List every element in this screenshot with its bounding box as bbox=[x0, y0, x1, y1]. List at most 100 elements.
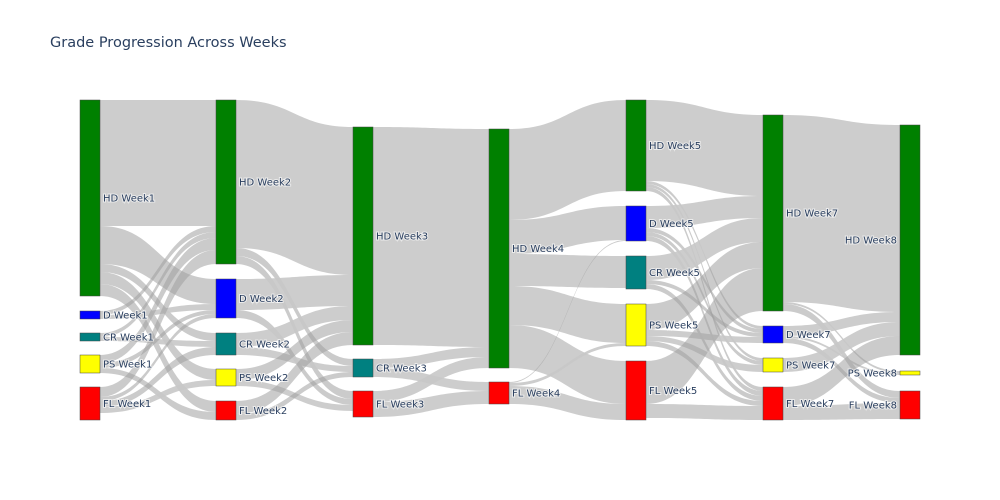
sankey-node[interactable]: CR Week1 bbox=[79, 332, 155, 345]
sankey-link[interactable]: PS Week1 → D Week2 bbox=[100, 310, 216, 368]
node-bar[interactable] bbox=[625, 99, 647, 192]
node-bar[interactable] bbox=[488, 128, 510, 369]
node-bar[interactable] bbox=[352, 126, 374, 346]
node-bar[interactable] bbox=[762, 386, 784, 421]
sankey-link[interactable]: FL Week1 → D Week2 bbox=[100, 314, 216, 401]
node-bar[interactable] bbox=[762, 325, 784, 344]
sankey-node[interactable]: FL Week3 bbox=[352, 390, 425, 418]
node-bar[interactable] bbox=[625, 205, 647, 242]
sankey-link[interactable]: FL Week1 → CR Week2 bbox=[100, 347, 216, 407]
sankey-node[interactable]: HD Week8 bbox=[844, 124, 921, 356]
sankey-link[interactable]: CR Week5 → D Week7 bbox=[646, 280, 763, 337]
sankey-link[interactable]: HD Week7 → HD Week8 bbox=[783, 115, 900, 312]
sankey-link[interactable]: D Week1 → D Week2 bbox=[100, 304, 216, 319]
node-bar[interactable] bbox=[79, 310, 101, 320]
sankey-link[interactable]: CR Week5 → HD Week7 bbox=[646, 218, 763, 280]
node-bar[interactable] bbox=[625, 360, 647, 421]
sankey-link[interactable]: FL Week3 → FL Week4 bbox=[373, 391, 489, 417]
sankey-link[interactable]: FL Week1 → PS Week2 bbox=[100, 380, 216, 413]
node-bar[interactable] bbox=[215, 400, 237, 421]
sankey-node[interactable]: FL Week2 bbox=[215, 400, 288, 421]
node-bar[interactable] bbox=[215, 332, 237, 356]
sankey-link[interactable]: FL Week4 → FL Week5 bbox=[509, 386, 626, 420]
sankey-node[interactable]: HD Week1 bbox=[79, 99, 156, 297]
sankey-link[interactable]: HD Week4 → PS Week5 bbox=[509, 286, 626, 343]
sankey-link[interactable]: FL Week1 → HD Week2 bbox=[100, 250, 216, 397]
sankey-link[interactable]: FL Week7 → HD Week8 bbox=[783, 336, 900, 406]
node-bar[interactable] bbox=[79, 332, 101, 342]
sankey-node[interactable]: PS Week8 bbox=[847, 368, 921, 381]
sankey-node[interactable]: D Week5 bbox=[625, 205, 695, 242]
sankey-link[interactable]: FL Week4 → D Week5 bbox=[509, 240, 626, 383]
sankey-node[interactable]: PS Week2 bbox=[215, 368, 289, 387]
sankey-link[interactable]: D Week7 → PS Week8 bbox=[783, 336, 900, 375]
node-bar[interactable] bbox=[899, 390, 921, 420]
node-bar[interactable] bbox=[79, 99, 101, 297]
sankey-link[interactable]: CR Week3 → HD Week4 bbox=[373, 347, 489, 368]
sankey-link[interactable]: FL Week3 → HD Week4 bbox=[373, 357, 489, 402]
sankey-link[interactable]: D Week2 → HD Week3 bbox=[236, 275, 353, 310]
sankey-node[interactable]: FL Week5 bbox=[625, 360, 698, 421]
node-bar[interactable] bbox=[79, 386, 101, 421]
sankey-node[interactable]: PS Week5 bbox=[625, 303, 699, 347]
sankey-link[interactable]: HD Week1 → D Week2 bbox=[100, 226, 216, 304]
sankey-link[interactable]: FL Week2 → CR Week3 bbox=[236, 372, 353, 420]
node-bar[interactable] bbox=[488, 381, 510, 405]
sankey-node[interactable]: D Week2 bbox=[215, 278, 285, 319]
node-bar[interactable] bbox=[625, 303, 647, 347]
sankey-link[interactable]: HD Week4 → D Week5 bbox=[509, 206, 626, 254]
sankey-link[interactable]: HD Week3 → HD Week4 bbox=[373, 127, 489, 347]
sankey-link[interactable]: HD Week2 → HD Week3 bbox=[236, 100, 353, 275]
node-bar[interactable] bbox=[215, 99, 237, 265]
sankey-link[interactable]: PS Week5 → FL Week7 bbox=[646, 341, 763, 406]
sankey-link[interactable]: CR Week2 → CR Week3 bbox=[236, 347, 353, 372]
sankey-node[interactable]: CR Week5 bbox=[625, 255, 701, 290]
sankey-link[interactable]: FL Week4 → PS Week5 bbox=[509, 343, 626, 386]
sankey-link[interactable]: CR Week2 → HD Week3 bbox=[236, 306, 353, 347]
node-bar[interactable] bbox=[215, 368, 237, 387]
node-bar[interactable] bbox=[762, 114, 784, 312]
sankey-node[interactable]: HD Week3 bbox=[352, 126, 429, 346]
node-bar[interactable] bbox=[79, 354, 101, 374]
sankey-link[interactable]: PS Week2 → HD Week3 bbox=[236, 320, 353, 380]
sankey-link[interactable]: FL Week5 → FL Week7 bbox=[646, 404, 763, 420]
node-bar[interactable] bbox=[352, 358, 374, 378]
sankey-node[interactable]: FL Week7 bbox=[762, 386, 835, 421]
sankey-link[interactable]: CR Week1 → HD Week2 bbox=[100, 232, 216, 337]
sankey-link[interactable]: HD Week5 → HD Week7 bbox=[646, 100, 763, 196]
sankey-link[interactable]: FL Week7 → FL Week8 bbox=[783, 403, 900, 420]
node-bar[interactable] bbox=[352, 390, 374, 418]
sankey-link[interactable]: PS Week7 → HD Week8 bbox=[783, 322, 900, 372]
sankey-node[interactable]: FL Week8 bbox=[848, 390, 921, 420]
sankey-link[interactable]: HD Week7 → PS Week8 bbox=[783, 302, 900, 373]
sankey-link[interactable]: CR Week1 → CR Week2 bbox=[100, 337, 216, 347]
sankey-link[interactable]: HD Week5 → PS Week7 bbox=[646, 184, 763, 361]
sankey-link[interactable]: HD Week1 → FL Week2 bbox=[100, 284, 216, 412]
node-bar[interactable] bbox=[899, 370, 921, 376]
sankey-node[interactable]: PS Week1 bbox=[79, 354, 153, 374]
sankey-link[interactable]: D Week5 → HD Week7 bbox=[646, 196, 763, 228]
node-bar[interactable] bbox=[899, 124, 921, 356]
sankey-node[interactable]: FL Week4 bbox=[488, 381, 561, 405]
sankey-link[interactable]: FL Week2 → HD Week3 bbox=[236, 332, 353, 414]
sankey-node[interactable]: HD Week4 bbox=[488, 128, 565, 369]
node-bar[interactable] bbox=[215, 278, 237, 319]
sankey-node[interactable]: HD Week7 bbox=[762, 114, 839, 312]
sankey-node[interactable]: HD Week2 bbox=[215, 99, 292, 265]
sankey-node[interactable]: FL Week1 bbox=[79, 386, 152, 421]
sankey-link[interactable]: D Week1 → HD Week2 bbox=[100, 226, 216, 315]
node-bar[interactable] bbox=[762, 357, 784, 373]
sankey-node[interactable]: D Week7 bbox=[762, 325, 832, 344]
sankey-link[interactable]: FL Week5 → HD Week7 bbox=[646, 268, 763, 404]
sankey-node[interactable]: HD Week5 bbox=[625, 99, 702, 192]
node-bar[interactable] bbox=[625, 255, 647, 290]
sankey-link[interactable]: HD Week1 → HD Week2 bbox=[100, 100, 216, 226]
sankey-link[interactable]: PS Week5 → HD Week7 bbox=[646, 242, 763, 330]
sankey-link[interactable]: PS Week1 → HD Week2 bbox=[100, 238, 216, 363]
sankey-node[interactable]: PS Week7 bbox=[762, 357, 836, 373]
sankey-link[interactable]: D Week7 → HD Week8 bbox=[783, 312, 900, 336]
sankey-link[interactable]: HD Week4 → HD Week5 bbox=[509, 100, 626, 220]
sankey-node[interactable]: D Week1 bbox=[79, 310, 149, 323]
sankey-node[interactable]: CR Week3 bbox=[352, 358, 428, 378]
sankey-link[interactable]: HD Week4 → CR Week5 bbox=[509, 254, 626, 288]
